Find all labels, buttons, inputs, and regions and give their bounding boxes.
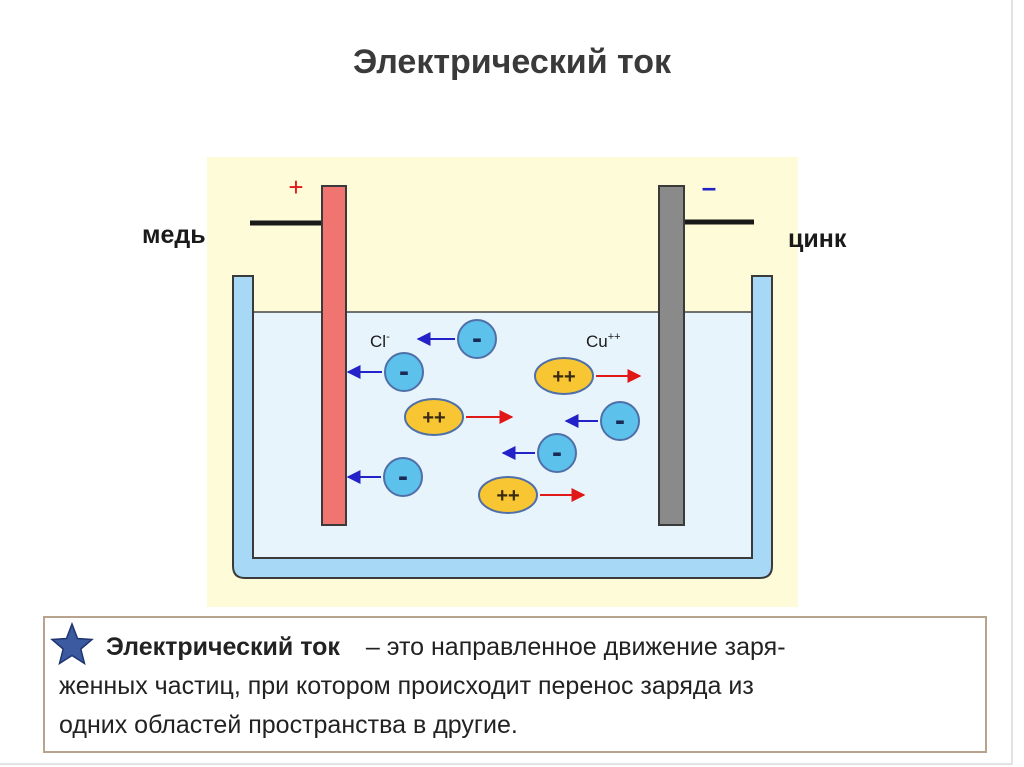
negative-ion <box>383 457 423 497</box>
copper-electrode <box>321 185 347 526</box>
slide-title: Электрический ток <box>352 43 672 81</box>
star-icon <box>50 622 94 666</box>
positive-ion-sign: ++ <box>552 366 575 388</box>
definition-line1: – это направленное движение заря- <box>365 633 786 661</box>
negative-ion <box>457 319 497 359</box>
negative-ion-sign: - <box>472 322 482 355</box>
zinc-electrode <box>658 185 685 526</box>
definition-line2: женных частиц, при котором происходит пе… <box>59 672 754 700</box>
definition-line3: одних областей пространства в другие. <box>59 711 518 739</box>
negative-ion <box>600 401 640 441</box>
zinc-label: цинк <box>788 225 847 253</box>
negative-ion-sign: - <box>399 355 409 388</box>
negative-ion-sign: - <box>552 436 562 469</box>
negative-ion <box>384 352 424 392</box>
ion-particles: -----++++++ <box>346 319 642 514</box>
copper-label: медь <box>142 221 206 249</box>
vessel <box>232 275 773 579</box>
positive-ion <box>404 398 464 436</box>
anode-sign: + <box>288 172 303 202</box>
positive-ion <box>534 357 594 395</box>
negative-ion-sign: - <box>615 404 625 437</box>
definition-text: Электрический ток – это направленное движ… <box>59 628 969 745</box>
definition-box: Электрический ток – это направленное движ… <box>43 616 987 753</box>
definition-term: Электрический ток <box>106 633 340 661</box>
positive-ion <box>478 476 538 514</box>
positive-ion-sign: ++ <box>496 485 519 507</box>
chloride-label: Cl- <box>370 331 390 351</box>
cathode-sign: – <box>702 172 716 202</box>
negative-ion-sign: - <box>398 460 408 493</box>
copper-ion-label: Cu++ <box>586 331 621 351</box>
negative-ion <box>537 433 577 473</box>
positive-ion-sign: ++ <box>422 407 445 429</box>
